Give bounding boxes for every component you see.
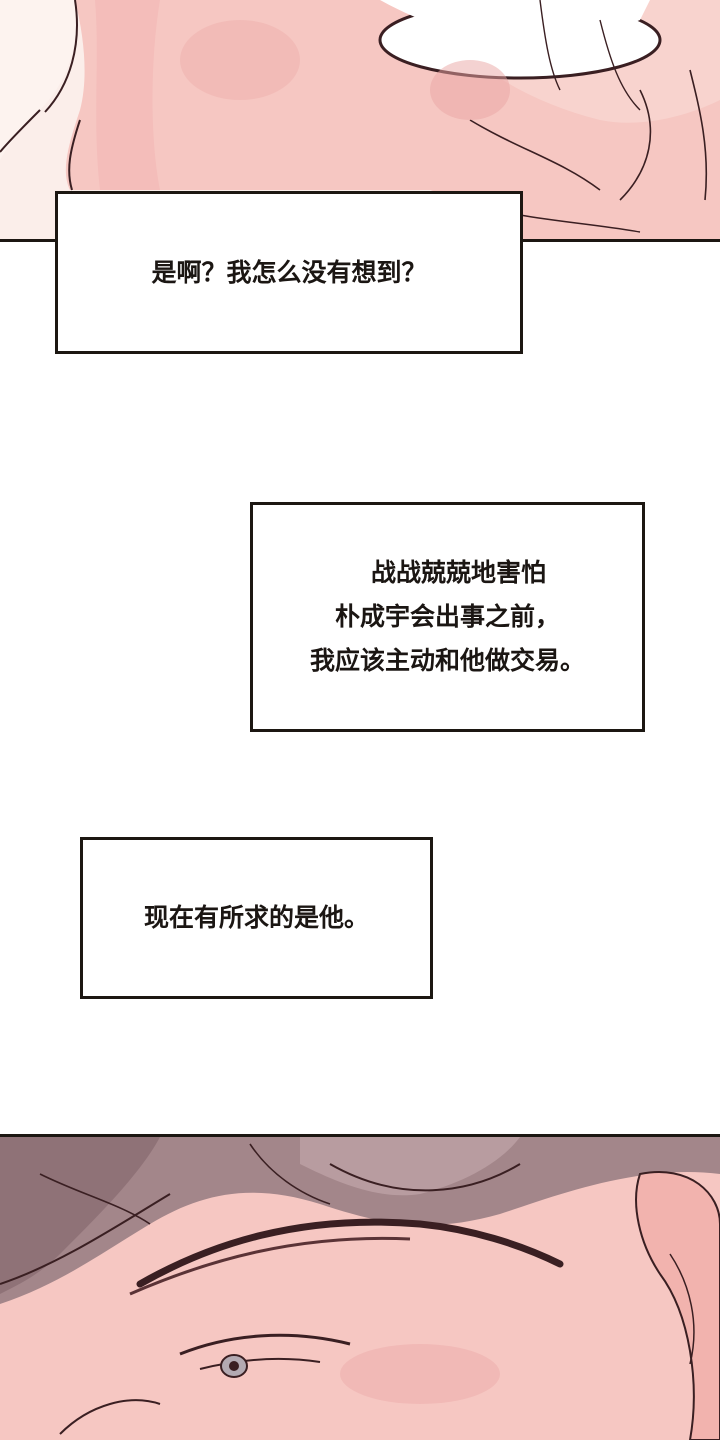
top-illustration-panel — [0, 0, 720, 242]
narration-box-2: 战战兢兢地害怕 朴成宇会出事之前， 我应该主动和他做交易。 — [250, 502, 645, 732]
narration-box-1: 是啊？我怎么没有想到？ — [55, 191, 523, 354]
narration-2-line-1: 战战兢兢地害怕 — [370, 558, 546, 587]
narration-1-line-1: 是啊？我怎么没有想到？ — [151, 257, 427, 287]
narration-2-line-3: 我应该主动和他做交易。 — [309, 646, 585, 675]
skin-closeup-illustration — [0, 0, 720, 242]
narration-2-line-2: 朴成宇会出事之前， — [334, 602, 560, 631]
face-closeup-illustration — [0, 1134, 720, 1440]
narration-box-3: 现在有所求的是他。 — [80, 837, 433, 999]
bottom-illustration-panel — [0, 1134, 720, 1440]
narration-3-line-1: 现在有所求的是他。 — [143, 903, 369, 932]
